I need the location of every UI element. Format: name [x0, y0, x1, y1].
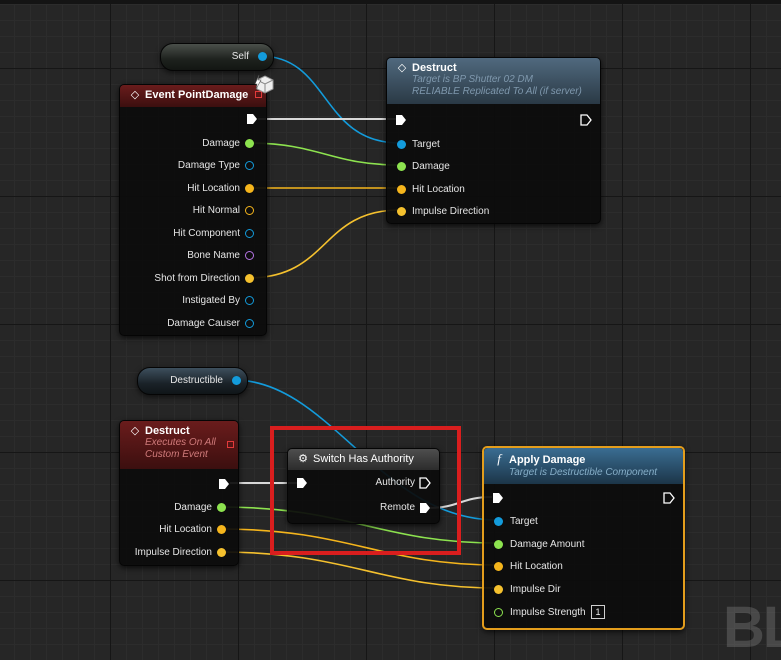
pin-shot-direction[interactable] [245, 274, 254, 283]
destruct-event-title: Destruct [145, 425, 190, 437]
destruct-pin-label-impulse-direction: Impulse Direction [412, 206, 490, 217]
apply-damage-pin-label-impulse-strength: Impulse Strength [510, 607, 586, 618]
replication-cube-icon [254, 74, 274, 94]
pin-label-hit-component: Hit Component [173, 228, 240, 239]
apply-damage-subtitle: Target is Destructible Component [509, 467, 658, 478]
destruct-call-subtitle-replication: RELIABLE Replicated To All (if server) [412, 86, 582, 97]
destructible-variable-node[interactable]: Destructible [137, 367, 248, 395]
destruct-exec-in-pin[interactable] [395, 114, 407, 126]
pin-hit-normal[interactable] [245, 206, 254, 215]
destruct-pin-label-damage: Damage [412, 161, 450, 172]
event-exec-out-pin[interactable] [246, 113, 258, 125]
destruct-event-pin-label-damage: Damage [174, 502, 212, 513]
wire-self-target[interactable] [259, 55, 401, 144]
destruct-event-delegate-square-icon[interactable] [227, 441, 234, 448]
event-point-damage-header: ◇ Event PointDamage [120, 85, 266, 107]
self-variable-label: Self [231, 51, 249, 62]
destruct-call-node[interactable]: ◇ Destruct Target is BP Shutter 02 DM REL… [386, 57, 601, 224]
destructible-output-pin[interactable] [232, 376, 241, 385]
apply-damage-title: Apply Damage [509, 454, 586, 466]
destruct-event-subtitle-custom: Custom Event [145, 449, 208, 460]
apply-damage-pin-hit-location[interactable] [494, 562, 503, 571]
apply-damage-exec-in-pin[interactable] [492, 492, 504, 504]
self-output-pin[interactable] [258, 52, 267, 61]
pin-label-damage-causer: Damage Causer [167, 318, 240, 329]
apply-damage-pin-label-damage-amount: Damage Amount [510, 539, 585, 550]
event-diamond-icon: ◇ [130, 425, 140, 437]
destruct-exec-out-pin[interactable] [580, 114, 592, 126]
switch-label-remote: Remote [379, 502, 415, 513]
wire-damage-amount[interactable] [219, 506, 498, 544]
pin-label-bone-name: Bone Name [187, 250, 240, 261]
top-toolbar-strip [0, 0, 781, 4]
destruct-pin-damage[interactable] [397, 162, 406, 171]
apply-damage-pin-impulse-strength[interactable] [494, 608, 503, 617]
pin-damage-type[interactable] [245, 161, 254, 170]
destruct-call-header: ◇ Destruct Target is BP Shutter 02 DM REL… [387, 58, 600, 104]
destruct-event-pin-label-impulse-direction: Impulse Direction [134, 547, 212, 558]
switch-has-authority-title: Switch Has Authority [313, 453, 414, 465]
pin-label-damage: Damage [202, 138, 240, 149]
apply-damage-pin-label-hit-location: Hit Location [510, 561, 563, 572]
destruct-event-subtitle-executes: Executes On All [145, 437, 216, 448]
destruct-pin-label-hit-location: Hit Location [412, 184, 465, 195]
apply-damage-pin-damage-amount[interactable] [494, 540, 503, 549]
destruct-call-title: Destruct [412, 62, 457, 74]
destruct-pin-target[interactable] [397, 140, 406, 149]
destruct-event-pin-impulse-direction[interactable] [217, 548, 226, 557]
event-diamond-icon: ◇ [130, 89, 140, 101]
switch-remote-out-pin[interactable] [419, 502, 431, 514]
pin-bone-name[interactable] [245, 251, 254, 260]
pin-label-instigated-by: Instigated By [182, 295, 240, 306]
apply-damage-header: f Apply Damage Target is Destructible Com… [484, 448, 683, 484]
wire-shot-direction[interactable] [247, 209, 401, 279]
self-variable-node[interactable]: Self [160, 43, 274, 71]
wire-hit-location-apply[interactable] [219, 528, 498, 566]
pin-label-hit-normal: Hit Normal [192, 205, 240, 216]
switch-authority-out-pin[interactable] [419, 477, 431, 489]
event-point-damage-node[interactable]: ◇ Event PointDamage Damage Damage Type Hi… [119, 84, 267, 336]
event-diamond-icon: ◇ [397, 62, 407, 74]
switch-exec-in-pin[interactable] [296, 477, 308, 489]
destruct-event-exec-out-pin[interactable] [218, 478, 230, 490]
apply-damage-node[interactable]: f Apply Damage Target is Destructible Com… [482, 446, 685, 630]
destruct-call-subtitle-target: Target is BP Shutter 02 DM [412, 74, 533, 85]
impulse-strength-input[interactable]: 1 [591, 605, 605, 619]
pin-damage-causer[interactable] [245, 319, 254, 328]
destruct-event-node[interactable]: ◇ Destruct Executes On All Custom Event D… [119, 420, 239, 566]
wire-damage[interactable] [247, 142, 401, 166]
destruct-pin-label-target: Target [412, 139, 440, 150]
destruct-event-pin-label-hit-location: Hit Location [159, 524, 212, 535]
pin-label-hit-location: Hit Location [187, 183, 240, 194]
destruct-event-pin-damage[interactable] [217, 503, 226, 512]
wire-impulse-dir[interactable] [219, 551, 498, 589]
apply-damage-pin-target[interactable] [494, 517, 503, 526]
switch-label-authority: Authority [375, 477, 415, 488]
pin-label-damage-type: Damage Type [177, 160, 240, 171]
pin-label-shot-direction: Shot from Direction [154, 273, 240, 284]
pin-hit-location[interactable] [245, 184, 254, 193]
event-delegate-square-icon[interactable] [255, 91, 262, 98]
destructible-variable-label: Destructible [170, 375, 223, 386]
destruct-event-pin-hit-location[interactable] [217, 525, 226, 534]
apply-damage-pin-impulse-dir[interactable] [494, 585, 503, 594]
event-point-damage-title: Event PointDamage [145, 89, 249, 101]
function-icon: f [497, 451, 501, 466]
switch-has-authority-header: ⚙ Switch Has Authority [288, 449, 439, 470]
apply-damage-exec-out-pin[interactable] [663, 492, 675, 504]
watermark-text: BL [723, 595, 781, 660]
pin-damage[interactable] [245, 139, 254, 148]
switch-has-authority-node[interactable]: ⚙ Switch Has Authority Authority Remote [287, 448, 440, 524]
destruct-pin-hit-location[interactable] [397, 185, 406, 194]
apply-damage-pin-label-target: Target [510, 516, 538, 527]
destruct-pin-impulse-direction[interactable] [397, 207, 406, 216]
selection-highlight-box [270, 426, 461, 555]
pin-instigated-by[interactable] [245, 296, 254, 305]
gear-icon: ⚙ [298, 453, 308, 465]
pin-hit-component[interactable] [245, 229, 254, 238]
destruct-event-header: ◇ Destruct Executes On All Custom Event [120, 421, 238, 469]
apply-damage-pin-label-impulse-dir: Impulse Dir [510, 584, 561, 595]
